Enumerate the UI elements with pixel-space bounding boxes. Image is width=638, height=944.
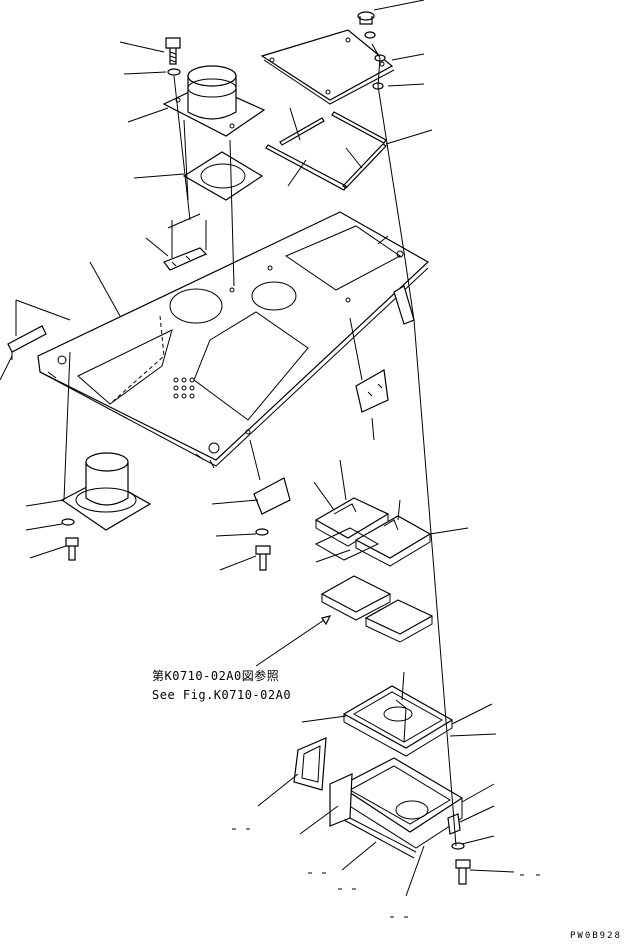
bracket-top-icon [163, 247, 208, 271]
thin-sheet [314, 527, 380, 561]
bolt-1-icon [165, 37, 181, 65]
bolt-lower-left-icon [65, 537, 79, 561]
bracket-right-icon [355, 369, 389, 413]
washer-lower-right-icon [451, 842, 465, 850]
pad-lower-left [320, 575, 392, 621]
reference-note-en: See Fig.K0710-02A0 [152, 688, 292, 702]
bolt-lower-right-icon [455, 859, 471, 885]
seal-strips [265, 111, 387, 191]
drawing-code: PW0B928 [570, 931, 622, 941]
seal-ring [293, 737, 327, 791]
lower-box [338, 757, 464, 859]
clip-right [393, 285, 415, 325]
top-bolt-icon [357, 11, 375, 25]
washer-center-icon [255, 528, 269, 536]
bolt-center-icon [255, 545, 271, 571]
reference-note-jp: 第K0710-02A0図参照 [152, 669, 280, 683]
duct-flange [162, 65, 266, 137]
tray-frame [342, 685, 454, 757]
duct-lower [60, 452, 152, 531]
washer-1-icon [167, 68, 181, 76]
pad-lower-right [364, 599, 434, 643]
reference-arrow [255, 615, 331, 667]
box-flap [329, 773, 353, 827]
pad-upper-left [314, 497, 390, 547]
bracket-center-icon [253, 477, 291, 515]
gasket [182, 151, 264, 201]
floor-plate [37, 211, 430, 469]
washer-lower-left-icon [61, 518, 75, 526]
top-washer-icon [364, 31, 376, 39]
cover-plate [260, 29, 395, 105]
leader-lines [0, 0, 515, 897]
